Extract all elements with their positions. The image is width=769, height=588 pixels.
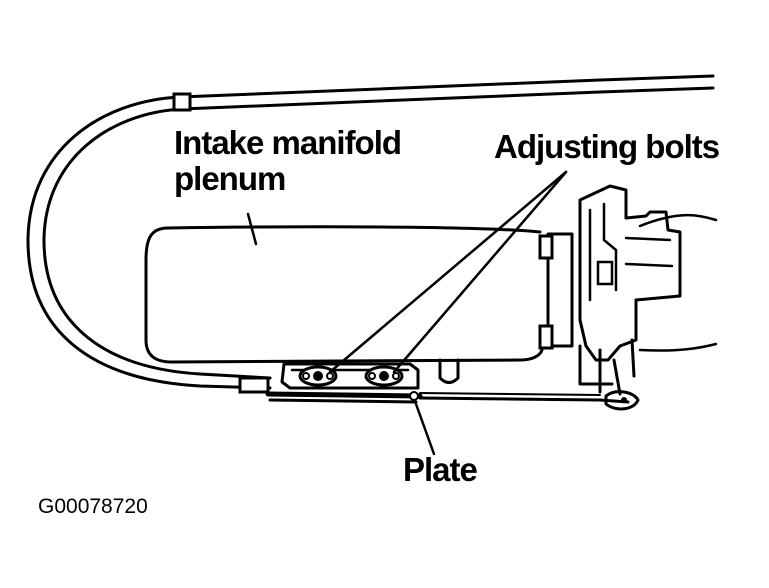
plate-label: Plate [403,451,478,488]
intake-manifold-label-line2: plenum [174,160,285,197]
throttle-body [538,184,682,411]
adjusting-bolt-left [298,365,338,387]
figure-code: G00078720 [38,495,148,518]
throttle-cable [26,74,715,394]
intake-manifold-plenum [144,213,718,384]
inner-cable [418,392,630,404]
adjusting-bolts-label: Adjusting bolts [494,128,719,165]
leader-lines [246,170,568,456]
intake-manifold-label-line1: Intake manifold [174,124,401,161]
